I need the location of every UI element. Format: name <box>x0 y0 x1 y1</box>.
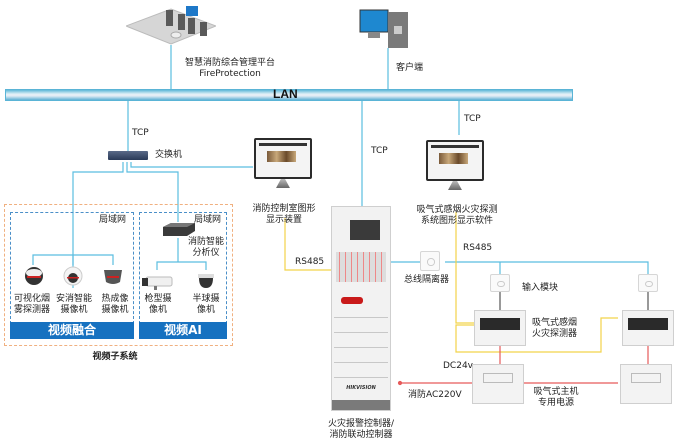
platform-label-en: FireProtection <box>199 69 261 79</box>
analyzer-label: 消防智能分析仪 <box>187 237 224 258</box>
switch-ai-link <box>126 162 179 222</box>
fusion-device-2-label: 安消智能摄像机 <box>55 294 92 315</box>
client-computer-icon <box>358 6 413 50</box>
tcp-label-aspirating: TCP <box>464 114 481 124</box>
control-room-display-label: 消防控制室图形显示装置 <box>252 204 316 225</box>
fusion-lan-label: 局域网 <box>99 215 127 225</box>
smoke-detector-camera-icon <box>24 266 44 290</box>
network-switch-icon <box>108 151 148 160</box>
bus-isolator-label: 总线隔离器 <box>404 275 450 285</box>
rs485-controlroom-link <box>284 218 331 271</box>
client-label: 客户端 <box>396 63 424 73</box>
input-module-2-icon <box>638 274 658 292</box>
ai-device-1-label: 枪型摄像机 <box>144 294 172 315</box>
platform-label-cn: 智慧消防综合管理平台 <box>184 58 275 68</box>
aspirating-detector-2 <box>622 310 674 346</box>
input-module-label: 输入模块 <box>522 283 559 293</box>
rs485-label-right: RS485 <box>463 243 493 253</box>
switch-fusion-link <box>72 162 124 288</box>
fusion-device-1-label: 可视化烟雾探测器 <box>13 294 50 315</box>
controller-button-panel <box>336 252 386 282</box>
controller-screen <box>350 220 380 240</box>
fire-alarm-controller-cabinet: HIKVISION <box>331 206 391 411</box>
ai-lan-label: 局域网 <box>194 215 222 225</box>
ai-cameras-link <box>156 261 207 270</box>
controller-red-indicator <box>341 297 363 304</box>
psu-label: 吸气式主机专用电源 <box>533 387 579 408</box>
aspirating-monitor-icon <box>426 140 484 190</box>
dome-camera-icon <box>63 266 83 290</box>
controller-brand: HIKVISION <box>346 385 376 391</box>
fusion-device-3-label: 热成像摄像机 <box>101 294 129 315</box>
ai-device-2-label: 半球摄像机 <box>192 294 220 315</box>
bus-isolator-icon <box>420 251 440 271</box>
video-subsystem-zone <box>4 204 233 346</box>
video-subsystem-title: 视频子系统 <box>92 352 138 362</box>
switch-controlroom-link <box>130 162 253 168</box>
rs485-aspirating-link <box>455 212 478 324</box>
lan-bus <box>5 89 573 101</box>
aspirating-display-label: 吸气式感烟火灾探测系统图形显示软件 <box>416 205 498 226</box>
bullet-camera-icon <box>142 274 174 294</box>
video-ai-banner: 视频AI <box>139 322 227 339</box>
thermal-camera-icon <box>102 266 124 290</box>
server-cluster-icon <box>124 4 218 46</box>
tcp-label-controller: TCP <box>371 146 388 156</box>
psu-1 <box>472 364 524 404</box>
dc24-link-1 <box>455 317 618 353</box>
input-module-1-icon <box>490 274 510 292</box>
half-dome-camera-icon <box>196 272 216 294</box>
fire-analyzer-icon <box>163 222 195 236</box>
lan-label: LAN <box>273 87 298 101</box>
aspirating-detector-1 <box>474 310 526 346</box>
isolator-modules-link <box>445 261 649 275</box>
video-fusion-banner: 视频融合 <box>10 322 134 339</box>
switch-label: 交换机 <box>155 150 183 160</box>
aspirating-detector-label: 吸气式感烟火灾探测器 <box>532 318 578 339</box>
ac220v-label: 消防AC220V <box>408 390 462 400</box>
controller-label: 火灾报警控制器/消防联动控制器 <box>327 419 395 440</box>
psu-2 <box>620 364 672 404</box>
dc24v-label: DC24v <box>443 361 473 371</box>
tcp-label-switch: TCP <box>132 128 149 138</box>
control-room-monitor-icon <box>254 138 312 188</box>
rs485-label-left: RS485 <box>295 257 325 267</box>
